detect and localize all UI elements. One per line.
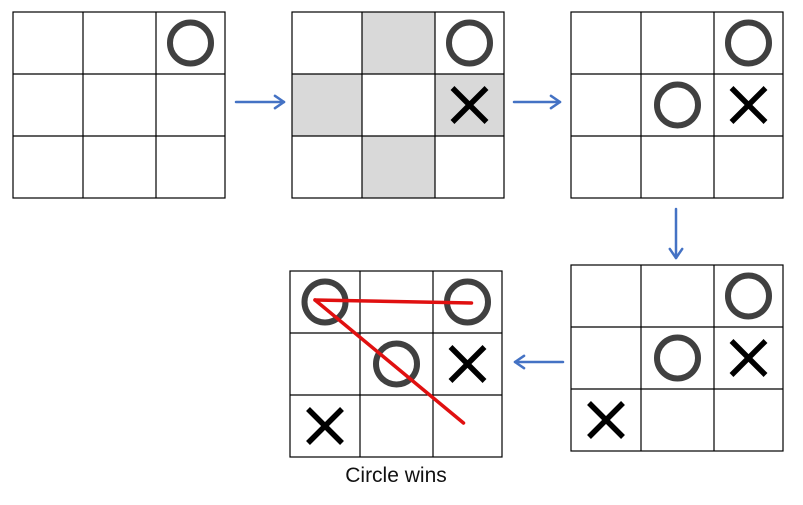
board-cell xyxy=(156,136,225,198)
circle-mark xyxy=(725,19,772,67)
grid-lines xyxy=(12,11,226,199)
board-cell xyxy=(641,389,714,451)
board-2 xyxy=(291,11,505,199)
circle-mark xyxy=(373,340,420,388)
board-1 xyxy=(12,11,226,199)
grid-lines xyxy=(289,270,503,458)
board-cell xyxy=(290,333,360,395)
board-cell xyxy=(571,327,641,389)
board-cell xyxy=(13,136,83,198)
board-cell xyxy=(292,12,362,74)
board-border xyxy=(570,264,784,452)
board-cell xyxy=(83,136,156,198)
board-cell xyxy=(13,74,83,136)
board-cell xyxy=(156,74,225,136)
cross-mark xyxy=(450,86,489,124)
board-cell xyxy=(641,12,714,74)
cross-mark xyxy=(448,345,487,383)
board-cell xyxy=(714,389,783,451)
board-5 xyxy=(289,270,503,458)
arrow-left xyxy=(513,354,565,370)
arrow-down xyxy=(668,207,684,260)
board-cell xyxy=(292,136,362,198)
cross-mark xyxy=(729,86,768,124)
board-cell xyxy=(571,74,641,136)
board-cell xyxy=(360,395,433,457)
circle-mark xyxy=(725,272,772,320)
grid-lines xyxy=(570,11,784,199)
boards-layer xyxy=(12,11,784,458)
board-cell xyxy=(641,265,714,327)
grid-lines xyxy=(570,264,784,452)
board-cell xyxy=(83,12,156,74)
board-cell xyxy=(83,74,156,136)
circle-mark xyxy=(654,81,701,129)
board-cell xyxy=(362,74,435,136)
result-caption: Circle wins xyxy=(345,464,447,487)
arrow-right xyxy=(234,94,286,110)
cross-mark xyxy=(729,339,768,377)
arrows-layer xyxy=(234,94,684,370)
circle-mark xyxy=(167,19,214,67)
circle-mark xyxy=(654,334,701,382)
board-cell xyxy=(571,265,641,327)
board-cell xyxy=(571,12,641,74)
board-4 xyxy=(570,264,784,452)
arrow-right xyxy=(512,94,562,110)
shaded-cell xyxy=(292,74,362,136)
board-cell xyxy=(714,136,783,198)
win-line xyxy=(313,298,474,305)
board-border xyxy=(570,11,784,199)
board-border xyxy=(289,270,503,458)
shaded-cell xyxy=(362,136,435,198)
cross-mark xyxy=(306,407,344,445)
board-cell xyxy=(435,136,504,198)
board-cell xyxy=(571,136,641,198)
board-cell xyxy=(13,12,83,74)
board-cell xyxy=(641,136,714,198)
win-lines-layer xyxy=(313,298,474,425)
cross-mark xyxy=(587,401,625,439)
board-border xyxy=(291,11,505,199)
win-line xyxy=(313,298,466,425)
shaded-cell xyxy=(362,12,435,74)
grid-lines xyxy=(291,11,505,199)
board-border xyxy=(12,11,226,199)
board-3 xyxy=(570,11,784,199)
circle-mark xyxy=(446,19,493,67)
